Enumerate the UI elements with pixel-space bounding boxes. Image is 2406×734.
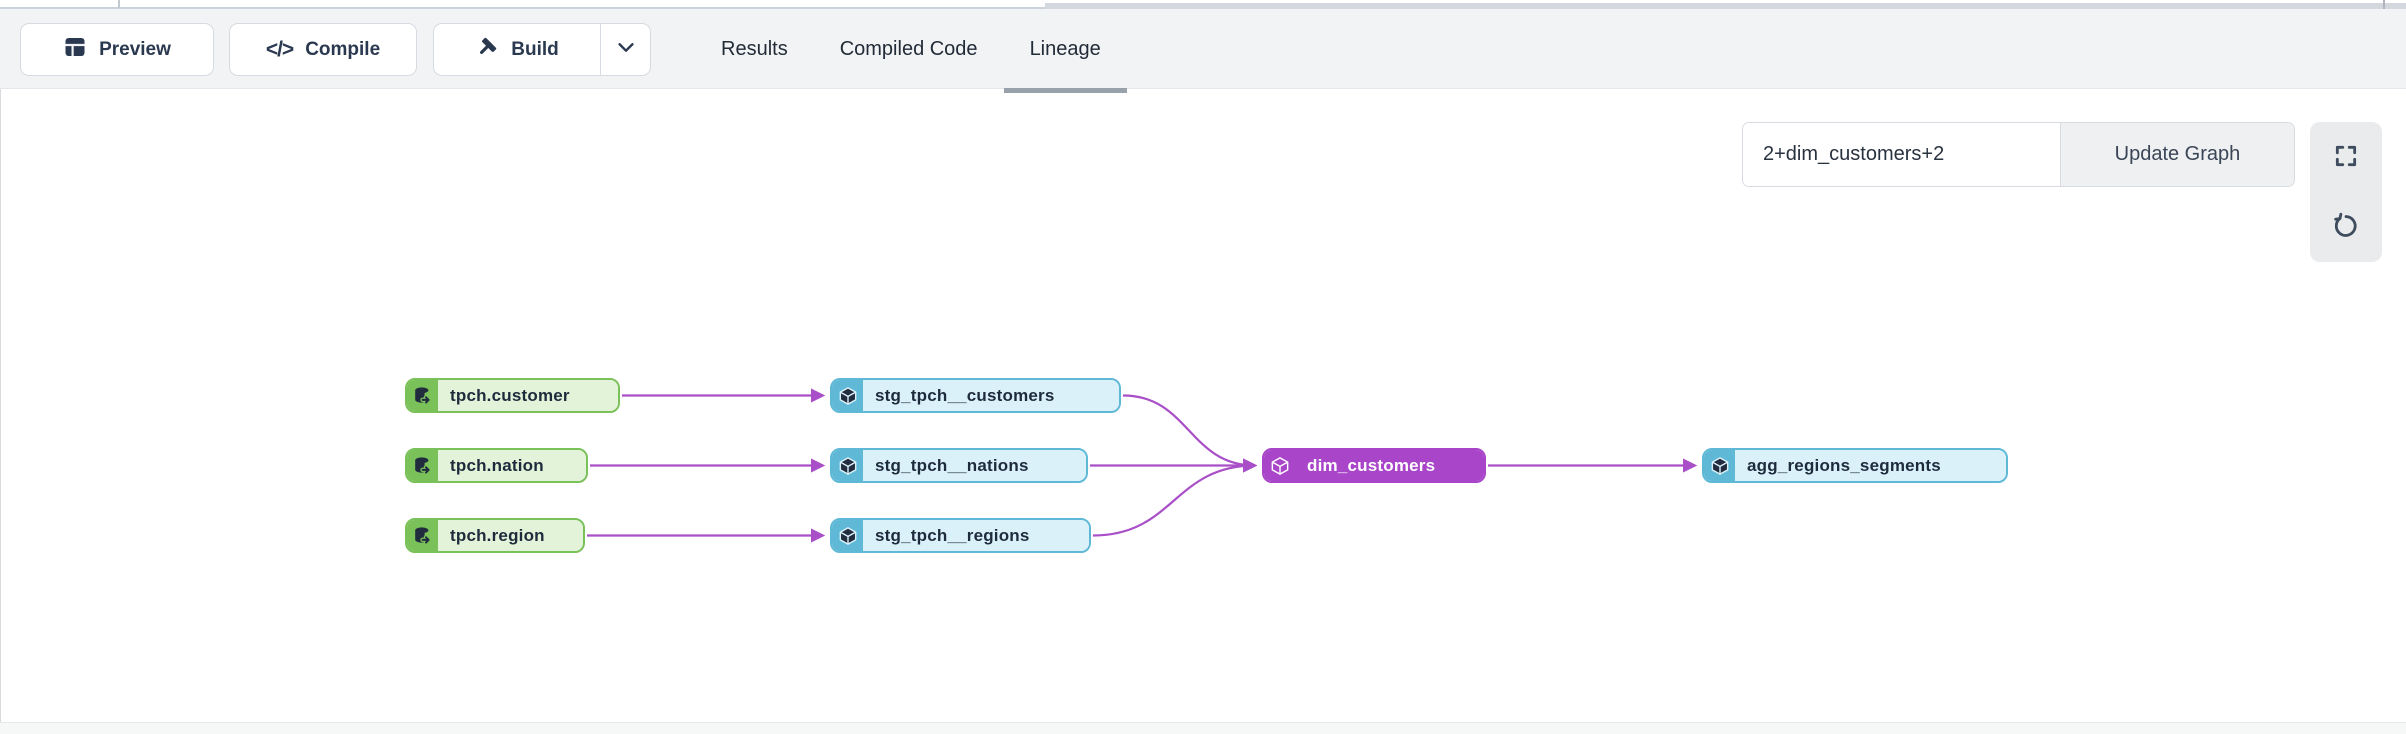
pane-bottom-strip <box>0 722 2406 734</box>
editor-scroll-strip <box>1045 3 2406 9</box>
fullscreen-button[interactable] <box>2310 122 2382 192</box>
code-icon: </> <box>265 37 294 61</box>
hammer-icon <box>475 35 499 65</box>
lineage-node-stg_tpch__customers[interactable]: stg_tpch__customers <box>830 378 1121 413</box>
lineage-edge-stg_tpch__regions-to-dim_customers <box>1092 458 1258 537</box>
lineage-node-agg_regions_segments[interactable]: agg_regions_segments <box>1702 448 2008 483</box>
node-label: tpch.region <box>438 520 583 551</box>
node-label: tpch.nation <box>438 450 586 481</box>
fullscreen-icon <box>2333 143 2359 172</box>
graph-controls-panel <box>2310 122 2382 262</box>
build-button[interactable]: Build <box>434 24 601 75</box>
tab-divider-line <box>118 0 120 8</box>
database-source-icon <box>407 520 438 551</box>
reset-view-button[interactable] <box>2310 192 2382 262</box>
build-button-label: Build <box>511 38 559 60</box>
database-source-icon <box>407 380 438 411</box>
lineage-node-tpch.nation[interactable]: tpch.nation <box>405 448 588 483</box>
tab-compiled-code[interactable]: Compiled Code <box>839 37 978 60</box>
model-cube-icon <box>1264 450 1295 481</box>
update-graph-button[interactable]: Update Graph <box>2059 123 2294 186</box>
model-cube-icon <box>832 520 863 551</box>
lineage-selector-input[interactable] <box>1743 123 2060 186</box>
result-tabs: Results Compiled Code Lineage <box>695 9 1127 93</box>
model-cube-icon <box>1704 450 1735 481</box>
pane-left-border <box>0 9 1 722</box>
node-label: tpch.customer <box>438 380 618 411</box>
build-options-dropdown[interactable] <box>601 24 650 75</box>
node-label: stg_tpch__regions <box>863 520 1089 551</box>
compile-button[interactable]: </> Compile <box>229 23 417 76</box>
lineage-node-dim_customers[interactable]: dim_customers <box>1262 448 1486 483</box>
compile-button-label: Compile <box>305 38 381 60</box>
model-cube-icon <box>832 450 863 481</box>
database-source-icon <box>407 450 438 481</box>
lineage-node-stg_tpch__regions[interactable]: stg_tpch__regions <box>830 518 1091 553</box>
results-toolbar: Preview </> Compile Build Results Compil… <box>0 9 2406 93</box>
build-split-button: Build <box>433 23 651 76</box>
table-icon <box>63 35 87 65</box>
lineage-edge-stg_tpch__customers-to-dim_customers <box>1122 394 1258 473</box>
node-label: dim_customers <box>1295 450 1484 481</box>
node-label: stg_tpch__customers <box>863 380 1119 411</box>
reset-icon <box>2332 212 2360 243</box>
lineage-node-stg_tpch__nations[interactable]: stg_tpch__nations <box>830 448 1088 483</box>
chevron-down-icon <box>615 36 637 63</box>
lineage-node-tpch.region[interactable]: tpch.region <box>405 518 585 553</box>
node-label: agg_regions_segments <box>1735 450 2006 481</box>
scrollbar-tick <box>2383 0 2385 9</box>
tab-results[interactable]: Results <box>721 37 788 60</box>
lineage-node-tpch.customer[interactable]: tpch.customer <box>405 378 620 413</box>
pane-top-divider <box>0 0 2406 9</box>
model-cube-icon <box>832 380 863 411</box>
preview-button-label: Preview <box>99 38 171 60</box>
node-label: stg_tpch__nations <box>863 450 1086 481</box>
preview-button[interactable]: Preview <box>20 23 214 76</box>
lineage-selector-group: Update Graph <box>1742 122 2295 187</box>
tab-lineage[interactable]: Lineage <box>1003 9 1127 93</box>
